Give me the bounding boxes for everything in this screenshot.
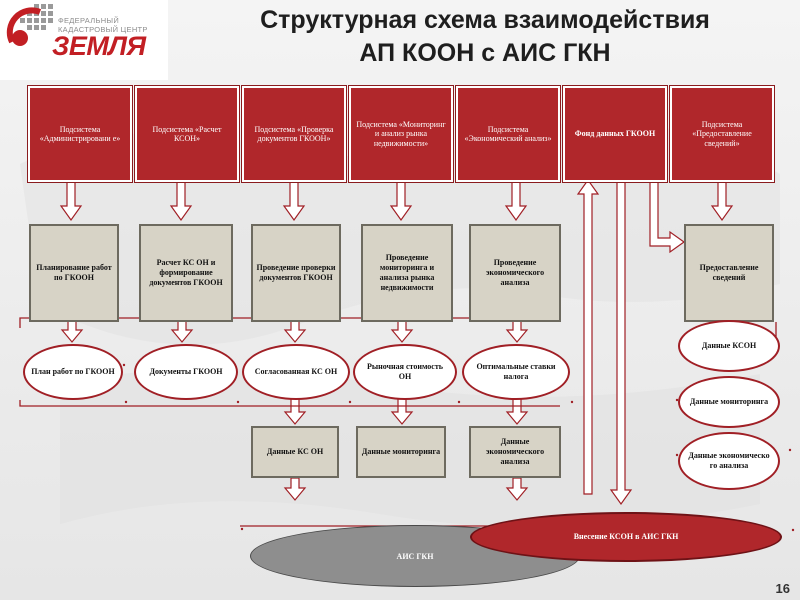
arrow-down-1 (59, 181, 83, 222)
subsystem-economic-analysis: Подсистема «Экономический анализ» (456, 86, 560, 182)
arrow-down-3 (282, 181, 306, 222)
arrow-right-provide (649, 181, 686, 254)
right-data-monitoring: Данные мониторинга (678, 376, 780, 428)
arrow-res-2 (170, 319, 194, 343)
process-market-monitoring: Проведение мониторинга и анализа рынка н… (361, 224, 453, 322)
arrow-data-4 (390, 397, 414, 425)
arrow-down-7 (710, 181, 734, 222)
arrow-down-fund (609, 181, 633, 506)
arrow-bot-3 (283, 477, 307, 501)
arrow-res-4 (390, 319, 414, 343)
logo: ФЕДЕРАЛЬНЫЙ КАДАСТРОВЫЙ ЦЕНТР ЗЕМЛЯ (0, 0, 168, 80)
data-monitoring: Данные мониторинга (356, 426, 446, 478)
arrow-bot-5 (505, 477, 529, 501)
arrow-down-5 (504, 181, 528, 222)
data-economic-analysis: Данные экономического анализа (469, 426, 561, 478)
subsystem-information-provision: Подсистема «Предоставление сведений» (670, 86, 774, 182)
arrow-down-4 (389, 181, 413, 222)
arrow-up-fund (576, 178, 600, 495)
subsystem-document-check: Подсистема «Проверка документов ГКООН» (242, 86, 346, 182)
title-line2: АП КООН с АИС ГКН (359, 39, 611, 67)
logo-main: ЗЕМЛЯ (52, 31, 146, 61)
result-work-plan: План работ по ГКООН (23, 344, 123, 400)
process-information-provision: Предоставление сведений (684, 224, 774, 322)
right-data-economic: Данные экономическо го анализа (678, 432, 780, 490)
arrow-data-5 (505, 397, 529, 425)
right-data-ksoh: Данные КСОН (678, 320, 780, 372)
logo-line1: ФЕДЕРАЛЬНЫЙ (58, 16, 120, 25)
result-market-value: Рыночная стоимость ОН (353, 344, 457, 400)
title-line1: Структурная схема взаимодействия (260, 6, 710, 34)
result-tax-rates: Оптимальные ставки налога (462, 344, 570, 400)
process-planning: Планирование работ по ГКООН (29, 224, 119, 322)
arrow-data-3 (283, 397, 307, 425)
data-ks-on: Данные КС ОН (251, 426, 339, 478)
vnesenie-ksoh: Внесение КСОН в АИС ГКН (470, 512, 782, 562)
arrow-down-2 (169, 181, 193, 222)
subsystem-market-monitoring: Подсистема «Мониторинг и анализ рынка не… (349, 86, 453, 182)
page-title: Структурная схема взаимодействия АП КООН… (170, 4, 800, 70)
process-economic-analysis: Проведение экономического анализа (469, 224, 561, 322)
logo-grid-icon (6, 4, 53, 46)
page-number: 16 (775, 581, 790, 596)
process-document-check: Проведение проверки документов ГКООН (251, 224, 341, 322)
arrow-res-3 (283, 319, 307, 343)
result-documents: Документы ГКООН (134, 344, 238, 400)
data-fund-gkoon: Фонд данных ГКООН (563, 86, 667, 182)
subsystem-ksoh-calculation: Подсистема «Расчет КСОН» (135, 86, 239, 182)
subsystem-administration: Подсистема «Администрировани е» (28, 86, 132, 182)
result-agreed-ks: Согласованная КС ОН (242, 344, 350, 400)
arrow-res-5 (505, 319, 529, 343)
logo-line2: КАДАСТРОВЫЙ ЦЕНТР (58, 25, 148, 34)
arrow-res-1 (60, 319, 84, 343)
process-ksoh-calculation: Расчет КС ОН и формирование документов Г… (139, 224, 233, 322)
